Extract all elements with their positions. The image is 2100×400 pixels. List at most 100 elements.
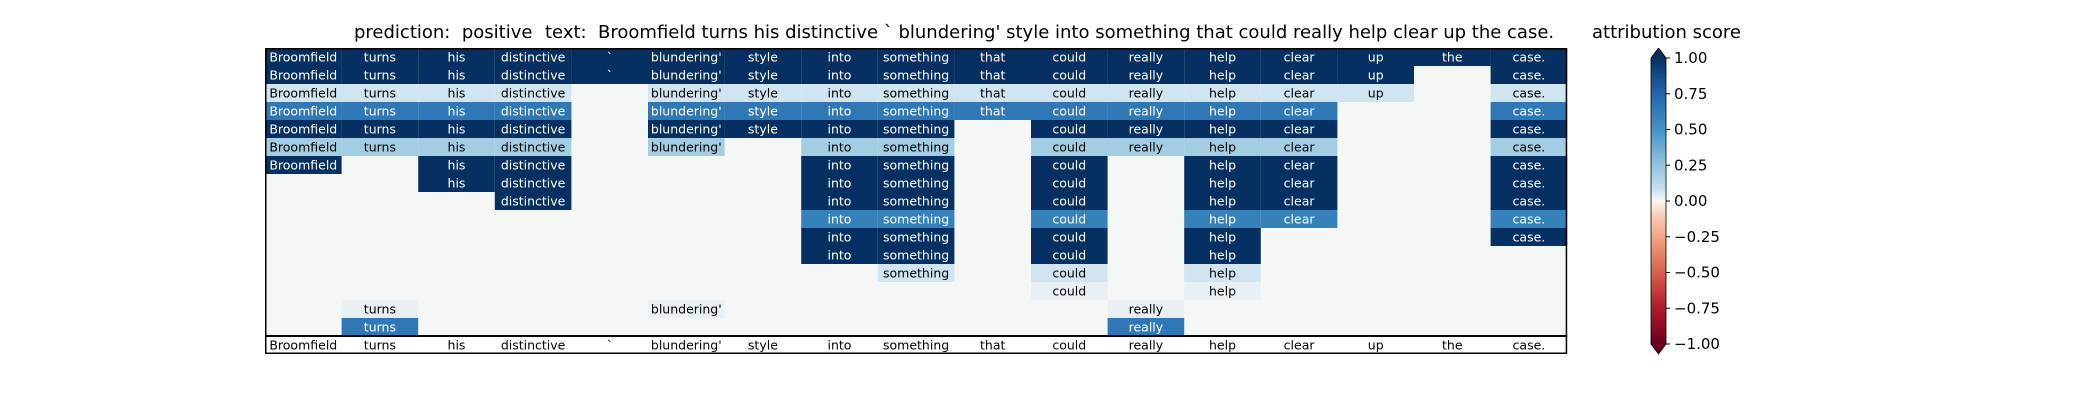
cell-label: distinctive [501,194,566,209]
cell-label: could [1052,50,1086,65]
cell-label: that [980,68,1005,83]
heatmap-frame [265,48,1568,354]
heatmap-cell [1107,318,1185,336]
heatmap-cell [1490,66,1568,84]
heatmap-cell [1490,192,1568,210]
cell-label: clear [1284,122,1316,137]
heatmap-cell [494,120,572,138]
heatmap-cell [724,84,802,102]
cell-label: that [980,50,1005,65]
cell-label: distinctive [501,122,566,137]
cell-label: into [828,104,852,119]
bottom-token-label: the [1442,338,1463,353]
heatmap-cell [265,156,342,174]
cell-label: into [828,158,852,173]
cell-label: ` [607,50,613,65]
cell-label: something [883,86,949,101]
heatmap-cell [877,246,955,264]
heatmap-cell [877,102,955,120]
cell-label: turns [364,68,396,83]
heatmap-cell [877,174,955,192]
cell-label: could [1052,104,1086,119]
heatmap-cell [341,138,419,156]
heatmap-cell [1107,300,1185,318]
cell-label: blundering' [651,122,722,137]
cell-label: blundering' [651,50,722,65]
cell-label: could [1052,230,1086,245]
heatmap-cell [1414,48,1491,66]
cell-label: style [748,86,778,101]
heatmap-cell [1107,66,1185,84]
bottom-token-label: ` [607,338,613,353]
cell-label: could [1052,212,1086,227]
cell-label: could [1052,158,1086,173]
heatmap-cell [494,102,572,120]
cell-label: help [1209,140,1236,155]
cell-label: distinctive [501,158,566,173]
cell-label: distinctive [501,86,566,101]
cell-label: distinctive [501,140,566,155]
cell-label: into [828,176,852,191]
cell-label: really [1129,140,1164,155]
heatmap-cell [648,48,725,66]
cell-label: case. [1513,194,1546,209]
heatmap-cell [1184,192,1261,210]
heatmap-cell [1031,210,1108,228]
heatmap-cell [341,66,419,84]
cell-label: blundering' [651,86,722,101]
cell-label: Broomfield [269,122,337,137]
cell-label: style [748,50,778,65]
cell-label: help [1209,158,1236,173]
cell-label: turns [364,140,396,155]
colorbar-tick-label: 0.25 [1674,156,1707,174]
cell-label: could [1052,194,1086,209]
heatmap-cell [1184,120,1261,138]
cell-label: case. [1513,176,1546,191]
cell-label: clear [1284,176,1316,191]
bottom-token-label: help [1209,338,1236,353]
heatmap-cell [418,102,495,120]
cell-label: his [448,68,466,83]
heatmap-cell [1107,48,1185,66]
heatmap-cell [801,210,878,228]
heatmap-cell [265,120,342,138]
heatmap-cell [1031,84,1108,102]
heatmap-cell [877,84,955,102]
cell-label: clear [1284,68,1316,83]
cell-label: clear [1284,212,1316,227]
bottom-token-label: that [980,338,1005,353]
cell-label: something [883,266,949,281]
heatmap-cell [1031,192,1108,210]
bottom-token-label: really [1129,338,1164,353]
cell-label: could [1052,68,1086,83]
heatmap-cell [1490,120,1568,138]
cell-label: his [448,176,466,191]
heatmap-cell [1260,120,1338,138]
cell-label: blundering' [651,104,722,119]
heatmap-cell [1031,174,1108,192]
heatmap-cell [418,84,495,102]
figure-title: prediction: positive text: Broomfield tu… [0,22,2100,46]
heatmap-cell [1031,228,1108,246]
heatmap-cell [1337,84,1414,102]
colorbar-tick-label: −1.00 [1674,335,1720,353]
bottom-row-background [265,336,1568,354]
cell-label: something [883,122,949,137]
heatmap-cell [1031,246,1108,264]
heatmap-cell [1260,66,1338,84]
cell-label: into [828,248,852,263]
heatmap-cell [801,120,878,138]
heatmap-cell [418,138,495,156]
heatmap-cell [1031,156,1108,174]
heatmap-cell [877,192,955,210]
cell-label: that [980,104,1005,119]
cell-label: turns [364,320,396,335]
cell-label: could [1052,284,1086,299]
text-label: text: Broomfield turns his distinctive `… [545,22,1555,43]
heatmap-cell [1031,264,1108,282]
colorbar-title: attribution score [1592,22,1741,43]
heatmap-cell [265,66,342,84]
heatmap-cell [801,66,878,84]
heatmap-cell [801,192,878,210]
cell-label: help [1209,266,1236,281]
